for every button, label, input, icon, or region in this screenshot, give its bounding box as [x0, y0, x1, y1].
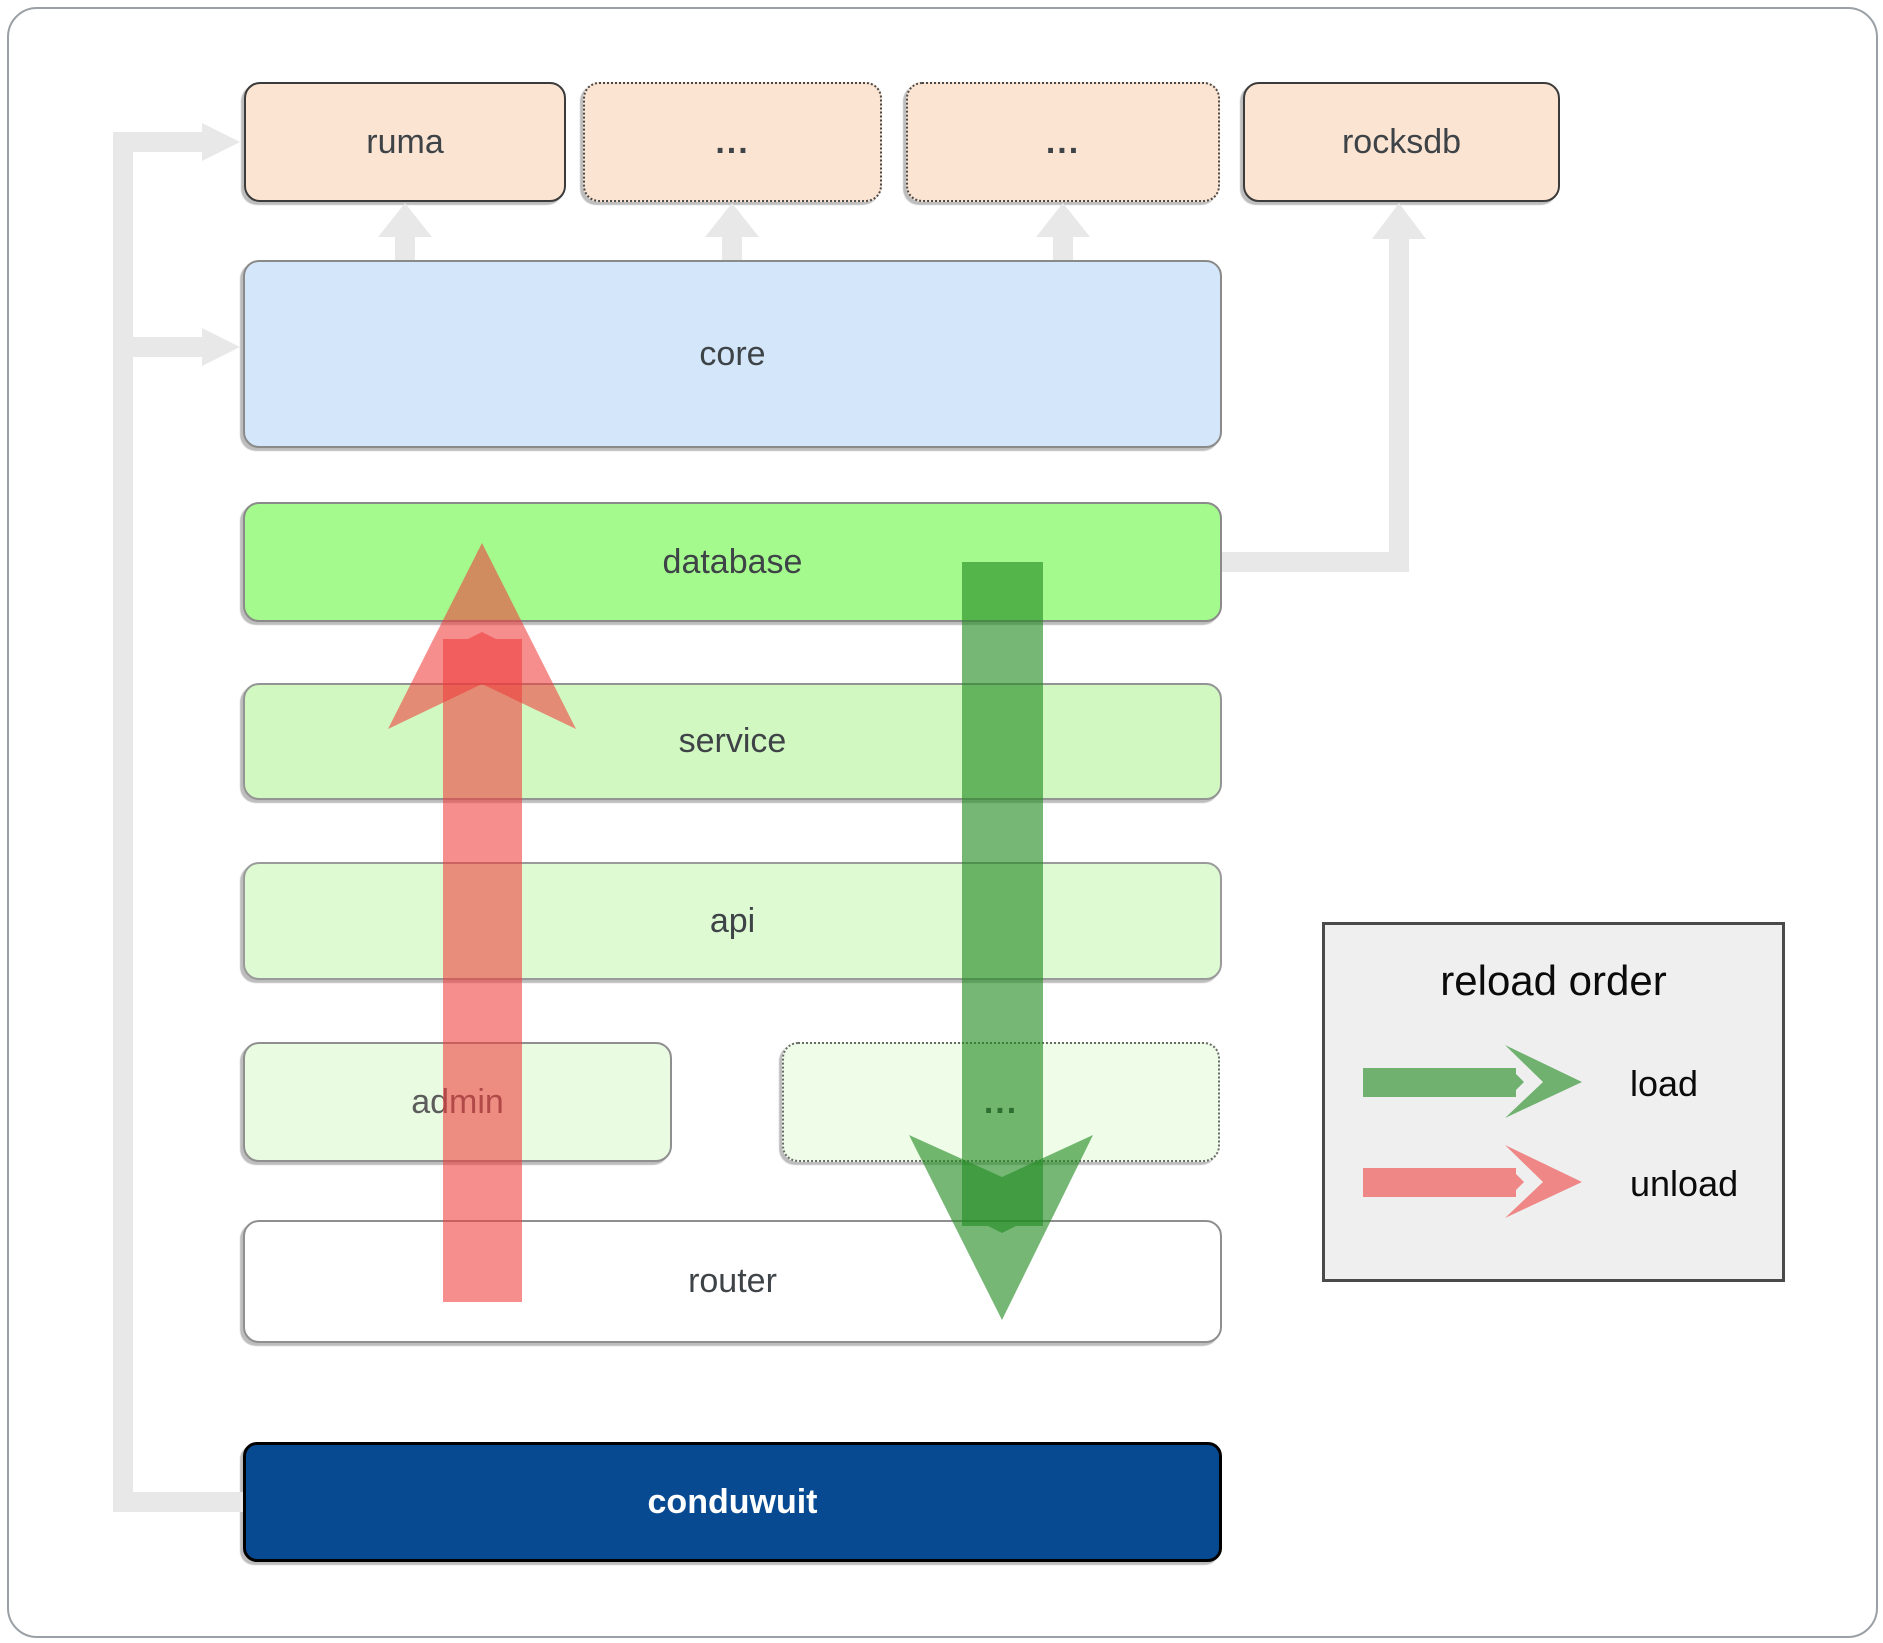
box-core: core [243, 260, 1222, 448]
legend-unload-label: unload [1630, 1163, 1739, 1204]
box-admin: admin [243, 1042, 672, 1162]
box-router-label: router [688, 1262, 777, 1300]
box-api-label: api [709, 901, 756, 940]
legend-title: reload order [1440, 957, 1667, 1004]
box-dots-1-label: ... [715, 122, 750, 161]
box-admin-label: admin [411, 1082, 504, 1121]
box-core-label: core [699, 334, 766, 373]
legend-panel: reload order load unload [1322, 922, 1785, 1282]
box-dots-row-label: ... [983, 1082, 1019, 1121]
box-rocksdb-label: rocksdb [1341, 122, 1462, 161]
outer-border [7, 7, 1878, 1638]
box-dots-2-label: ... [1045, 122, 1081, 161]
box-service: service [243, 683, 1222, 800]
box-conduwuit-label: conduwuit [647, 1482, 818, 1521]
box-router: router [243, 1220, 1222, 1343]
box-database-label: database [662, 542, 803, 581]
box-conduwuit: conduwuit [243, 1442, 1222, 1562]
legend-load-label: load [1630, 1063, 1699, 1104]
box-ruma-label: ruma [366, 122, 444, 161]
box-rocksdb: rocksdb [1243, 82, 1560, 202]
box-dots-1: ... [583, 82, 882, 202]
box-dots-row: ... [782, 1042, 1220, 1162]
box-api: api [243, 862, 1222, 980]
box-dots-2: ... [906, 82, 1220, 202]
box-database: database [243, 502, 1222, 622]
box-service-label: service [678, 722, 787, 760]
box-ruma: ruma [244, 82, 566, 202]
